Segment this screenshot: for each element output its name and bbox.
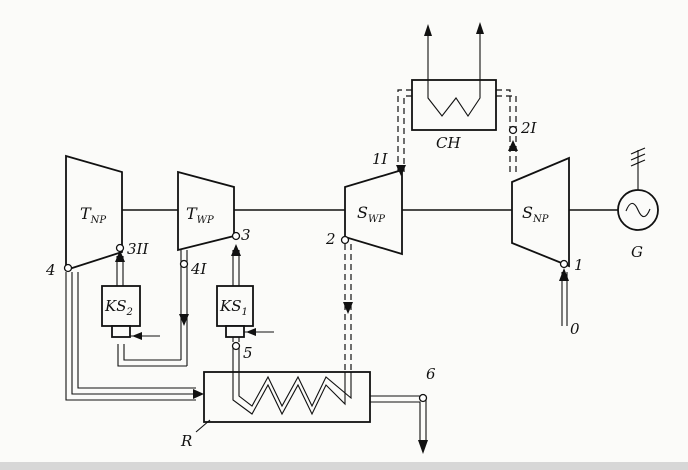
turbine-np-label: T (80, 204, 92, 223)
state-point-labels: 0 1 2I 1I 2 3 4I 3II 4 5 6 (45, 119, 584, 383)
label-point-0: 0 (570, 320, 580, 338)
compressed-air-line (343, 244, 353, 372)
combustor-ks1: KS1 (216, 244, 274, 342)
compressor-np: SNP (511, 156, 570, 268)
intercooler-piping (396, 89, 518, 176)
fuel-ks2-arrow (132, 332, 142, 340)
turbine-np: TNP (65, 154, 123, 272)
recuperator-label: R (180, 432, 192, 450)
intercooler: CH (411, 22, 497, 152)
label-point-3ii: 3II (127, 240, 149, 258)
svg-text:KS2: KS2 (104, 297, 133, 318)
state-point-4 (63, 263, 73, 273)
svg-text:TWP: TWP (186, 204, 214, 226)
fuel-ks1-arrow (246, 328, 256, 336)
svg-text:KS1: KS1 (219, 297, 248, 318)
water-outlet-arrow (476, 22, 484, 34)
turbine-wp-sub: WP (197, 215, 214, 226)
svg-text:SNP: SNP (522, 203, 549, 225)
svg-text:TNP: TNP (80, 204, 106, 226)
combustor-ks1-sub: 1 (241, 307, 247, 318)
state-point-3ii (115, 243, 125, 253)
state-point-2 (340, 235, 350, 245)
label-point-4i: 4I (190, 260, 208, 278)
bottom-border-bar (0, 462, 688, 470)
combustor-ks1-label: KS (219, 297, 241, 315)
state-point-1 (559, 259, 569, 269)
water-inlet-arrow (424, 24, 432, 36)
state-point-4i (179, 259, 189, 269)
combustor-ks2: KS2 (101, 250, 189, 367)
label-point-1: 1 (574, 256, 584, 274)
label-point-1i: 1I (372, 150, 389, 168)
label-point-2i: 2I (520, 119, 538, 137)
compressor-wp-sub: WP (368, 214, 385, 225)
exhaust-line (65, 272, 428, 454)
generator-label: G (631, 243, 643, 261)
combustor-ks2-label: KS (104, 297, 126, 315)
state-point-6 (418, 393, 428, 403)
turbine-np-sub: NP (90, 215, 107, 226)
compressor-np-sub: NP (532, 214, 549, 225)
label-point-4: 4 (45, 261, 56, 279)
label-point-2: 2 (325, 230, 336, 248)
generator: G (617, 147, 659, 261)
label-point-3: 3 (241, 226, 251, 244)
compressor-wp-label: S (357, 203, 368, 222)
label-point-6: 6 (426, 365, 436, 383)
turbine-wp: TWP (177, 170, 235, 252)
compressor-np-label: S (522, 203, 533, 222)
svg-text:SWP: SWP (357, 203, 385, 225)
sine-wave-icon (625, 202, 651, 218)
state-point-markers (63, 125, 569, 403)
label-point-5: 5 (243, 344, 253, 362)
intercooler-label: CH (436, 134, 461, 152)
compressor-wp: SWP (344, 168, 403, 256)
state-point-2i (508, 125, 518, 135)
state-point-5 (231, 341, 241, 351)
state-point-3 (231, 231, 241, 241)
recuperator: R (180, 346, 371, 450)
air-inlet (559, 268, 569, 326)
turbine-wp-label: T (186, 204, 198, 223)
combustor-ks2-sub: 2 (125, 307, 132, 318)
